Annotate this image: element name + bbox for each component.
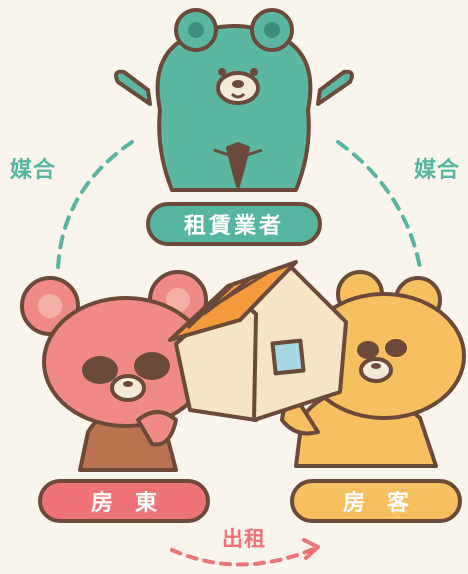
role-badge-tenant: 房客 [290,479,462,523]
role-badge-landlord: 房東 [38,479,210,523]
role-badge-agent: 租賃業者 [146,202,322,246]
relation-label-left: 媒合 [10,158,57,183]
dashed-arc-left [56,140,134,270]
relation-label-bottom: 出租 [222,527,266,551]
relation-label-right: 媒合 [414,158,461,183]
agent-bear [114,8,354,192]
dashed-arrow-bottom [170,546,318,567]
house-icon [168,260,348,422]
dashed-arc-right [336,140,422,270]
arrow-head-icon [302,538,320,560]
